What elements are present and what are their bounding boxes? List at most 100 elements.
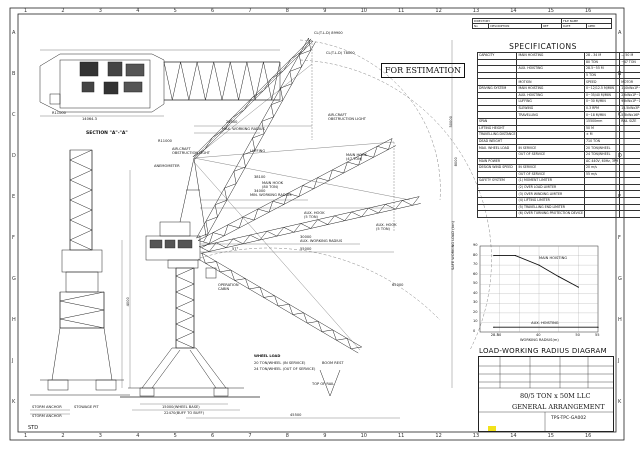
zone-number: 4: [136, 433, 140, 439]
zone-number: 1: [24, 433, 28, 439]
dim-55000: 55000: [300, 247, 312, 251]
spec-cell: AUX. HOISTING: [516, 91, 586, 100]
spec-cell: [619, 131, 640, 139]
spec-cell: [476, 203, 518, 212]
spec-cell: [619, 183, 640, 192]
zone-number: 15: [547, 8, 554, 14]
spec-cell: RAIL SIZE: [619, 117, 640, 126]
dim-50000: 50000: [448, 116, 453, 128]
spec-cell: [619, 197, 640, 205]
aux-hook-5-label-a: AUX. HOOK (5 TON): [304, 211, 325, 219]
spec-cell: DESIGN WIND SPEED: [476, 164, 518, 172]
series-point: [558, 275, 560, 278]
spec-cell: [584, 190, 621, 199]
zone-number: 5: [173, 8, 177, 14]
spec-cell: [476, 78, 518, 86]
rev-no-head: No: [471, 23, 490, 29]
chart-ylabel: SAFE WORKING LOAD (ton): [451, 221, 455, 270]
spec-cell: [619, 124, 640, 133]
spec-cell: IN SERVICE: [516, 144, 586, 152]
chart-x-tick: 40: [536, 333, 541, 337]
spec-cell: MOTION: [516, 78, 586, 86]
zone-number: 6: [211, 8, 215, 14]
spec-cell: [476, 170, 518, 179]
min-working-radius-label: MIN. WORKING RADIUS: [250, 193, 292, 197]
spec-cell: SPAN: [476, 117, 518, 126]
spec-cell: 22kWx1P~1D: [619, 91, 640, 100]
storm-anchor-label-2: STORM ANCHOR: [32, 414, 62, 418]
dim-30000: 30000: [300, 235, 312, 239]
spec-cell: (6) OVER TURNING PROTECTION DEVICE: [516, 210, 586, 218]
spec-cell: [476, 58, 518, 67]
spec-cell: [619, 170, 640, 179]
spec-cell: — 50 M: [619, 52, 640, 60]
zone-number: 1: [24, 8, 28, 14]
spec-cell: MAIN HOISTING: [516, 84, 586, 93]
dim-45500: 45500: [290, 413, 302, 417]
spec-cell: [476, 71, 518, 80]
dimensions: [30, 40, 453, 419]
zone-number: 16: [585, 433, 592, 439]
dim-34000: 34000: [254, 189, 266, 193]
spec-cell: MAX. WHEEL LOAD: [476, 144, 518, 152]
spec-cell: [516, 124, 586, 133]
spec-cell: LUFFING: [516, 98, 586, 106]
wheel-base-label: 15000(WHEEL BASE): [162, 405, 200, 409]
zone-letter: G: [618, 276, 622, 282]
chart-xlabel: WORKING RADIUS(m): [520, 338, 559, 342]
std-label: STD: [28, 425, 39, 431]
spec-cell: [476, 150, 518, 159]
title-block-title-1: 80/5 TON x 50M LLC: [520, 392, 591, 400]
for-estimation-stamp: FOR ESTIMATION: [381, 63, 465, 78]
chart-y-tick: 70: [473, 262, 478, 267]
spec-cell: [476, 98, 518, 106]
rev-desc-head: DESCRIPTION: [488, 23, 543, 29]
spec-cell: [619, 150, 640, 159]
zone-letter: K: [618, 399, 622, 405]
zone-number: 7: [248, 433, 252, 439]
revision-block: DIRECTORY FILE NAME No DESCRIPTION REF D…: [471, 18, 613, 40]
spec-cell: [619, 71, 640, 80]
aircraft-light-label-1: AIR-CRAFT OBSTRUCTION LIGHT: [172, 147, 211, 155]
spec-cell: 20 TON/WHEEL: [584, 144, 621, 152]
dim-r11000b: R11000: [52, 111, 66, 115]
chart-y-tick: 50: [473, 281, 478, 286]
max-working-radius-label: MAX. WORKING RADIUS: [222, 127, 265, 131]
zone-number: 8: [285, 433, 289, 439]
spec-cell: LIFTING HEIGHT: [476, 124, 518, 133]
spec-cell: AC 440V, 60Hz, 3PH: [584, 157, 621, 166]
series-point: [577, 286, 579, 288]
zone-number: 13: [472, 433, 480, 439]
chart-x-tick: 30: [496, 333, 502, 337]
spec-cell: 55 m/s: [584, 170, 621, 179]
operation-cabin-label: OPERATION CABIN: [218, 283, 239, 291]
stowage-pit-label: STOWAGE PIT: [74, 405, 99, 409]
chart-y-tick: 20: [473, 309, 478, 314]
zone-number: 11: [398, 433, 405, 439]
spec-cell: 24 TON/WHEEL: [584, 150, 621, 159]
spec-cell: 28 - 34 M: [584, 52, 621, 60]
spec-cell: DEAD WEIGHT: [476, 137, 518, 146]
spec-cell: MAIN POWER: [476, 157, 518, 166]
zone-letter: C: [12, 112, 16, 118]
spec-cell: [516, 71, 586, 80]
aircraft-light-label-2: AIR-CRAFT OBSTRUCTION LIGHT: [328, 113, 367, 121]
zone-letter: J: [12, 358, 14, 364]
zone-number: 7: [248, 8, 252, 14]
zone-number: 12: [435, 433, 442, 439]
chart-title: LOAD-WORKING RADIUS DIAGRAM: [479, 347, 607, 355]
spec-cell: [584, 203, 621, 212]
spec-cell: [476, 65, 518, 73]
zone-letter: E: [12, 194, 16, 200]
spec-cell: 5.5kWx16P~1D: [619, 111, 640, 119]
zone-number: 9: [323, 8, 327, 14]
chart-y-tick: 30: [473, 300, 478, 305]
spec-cell: 0~30 M/MIN: [584, 98, 621, 106]
series-point: [514, 254, 517, 257]
spec-cell: 110kWx1P~1D: [619, 84, 640, 93]
boom-rest-label: BOOM REST: [322, 361, 344, 365]
spec-cell: [516, 58, 586, 67]
spec-cell: TRAVELLING: [516, 111, 586, 119]
dim-14064: 14064.3: [82, 117, 97, 121]
zone-number: 11: [398, 8, 405, 14]
